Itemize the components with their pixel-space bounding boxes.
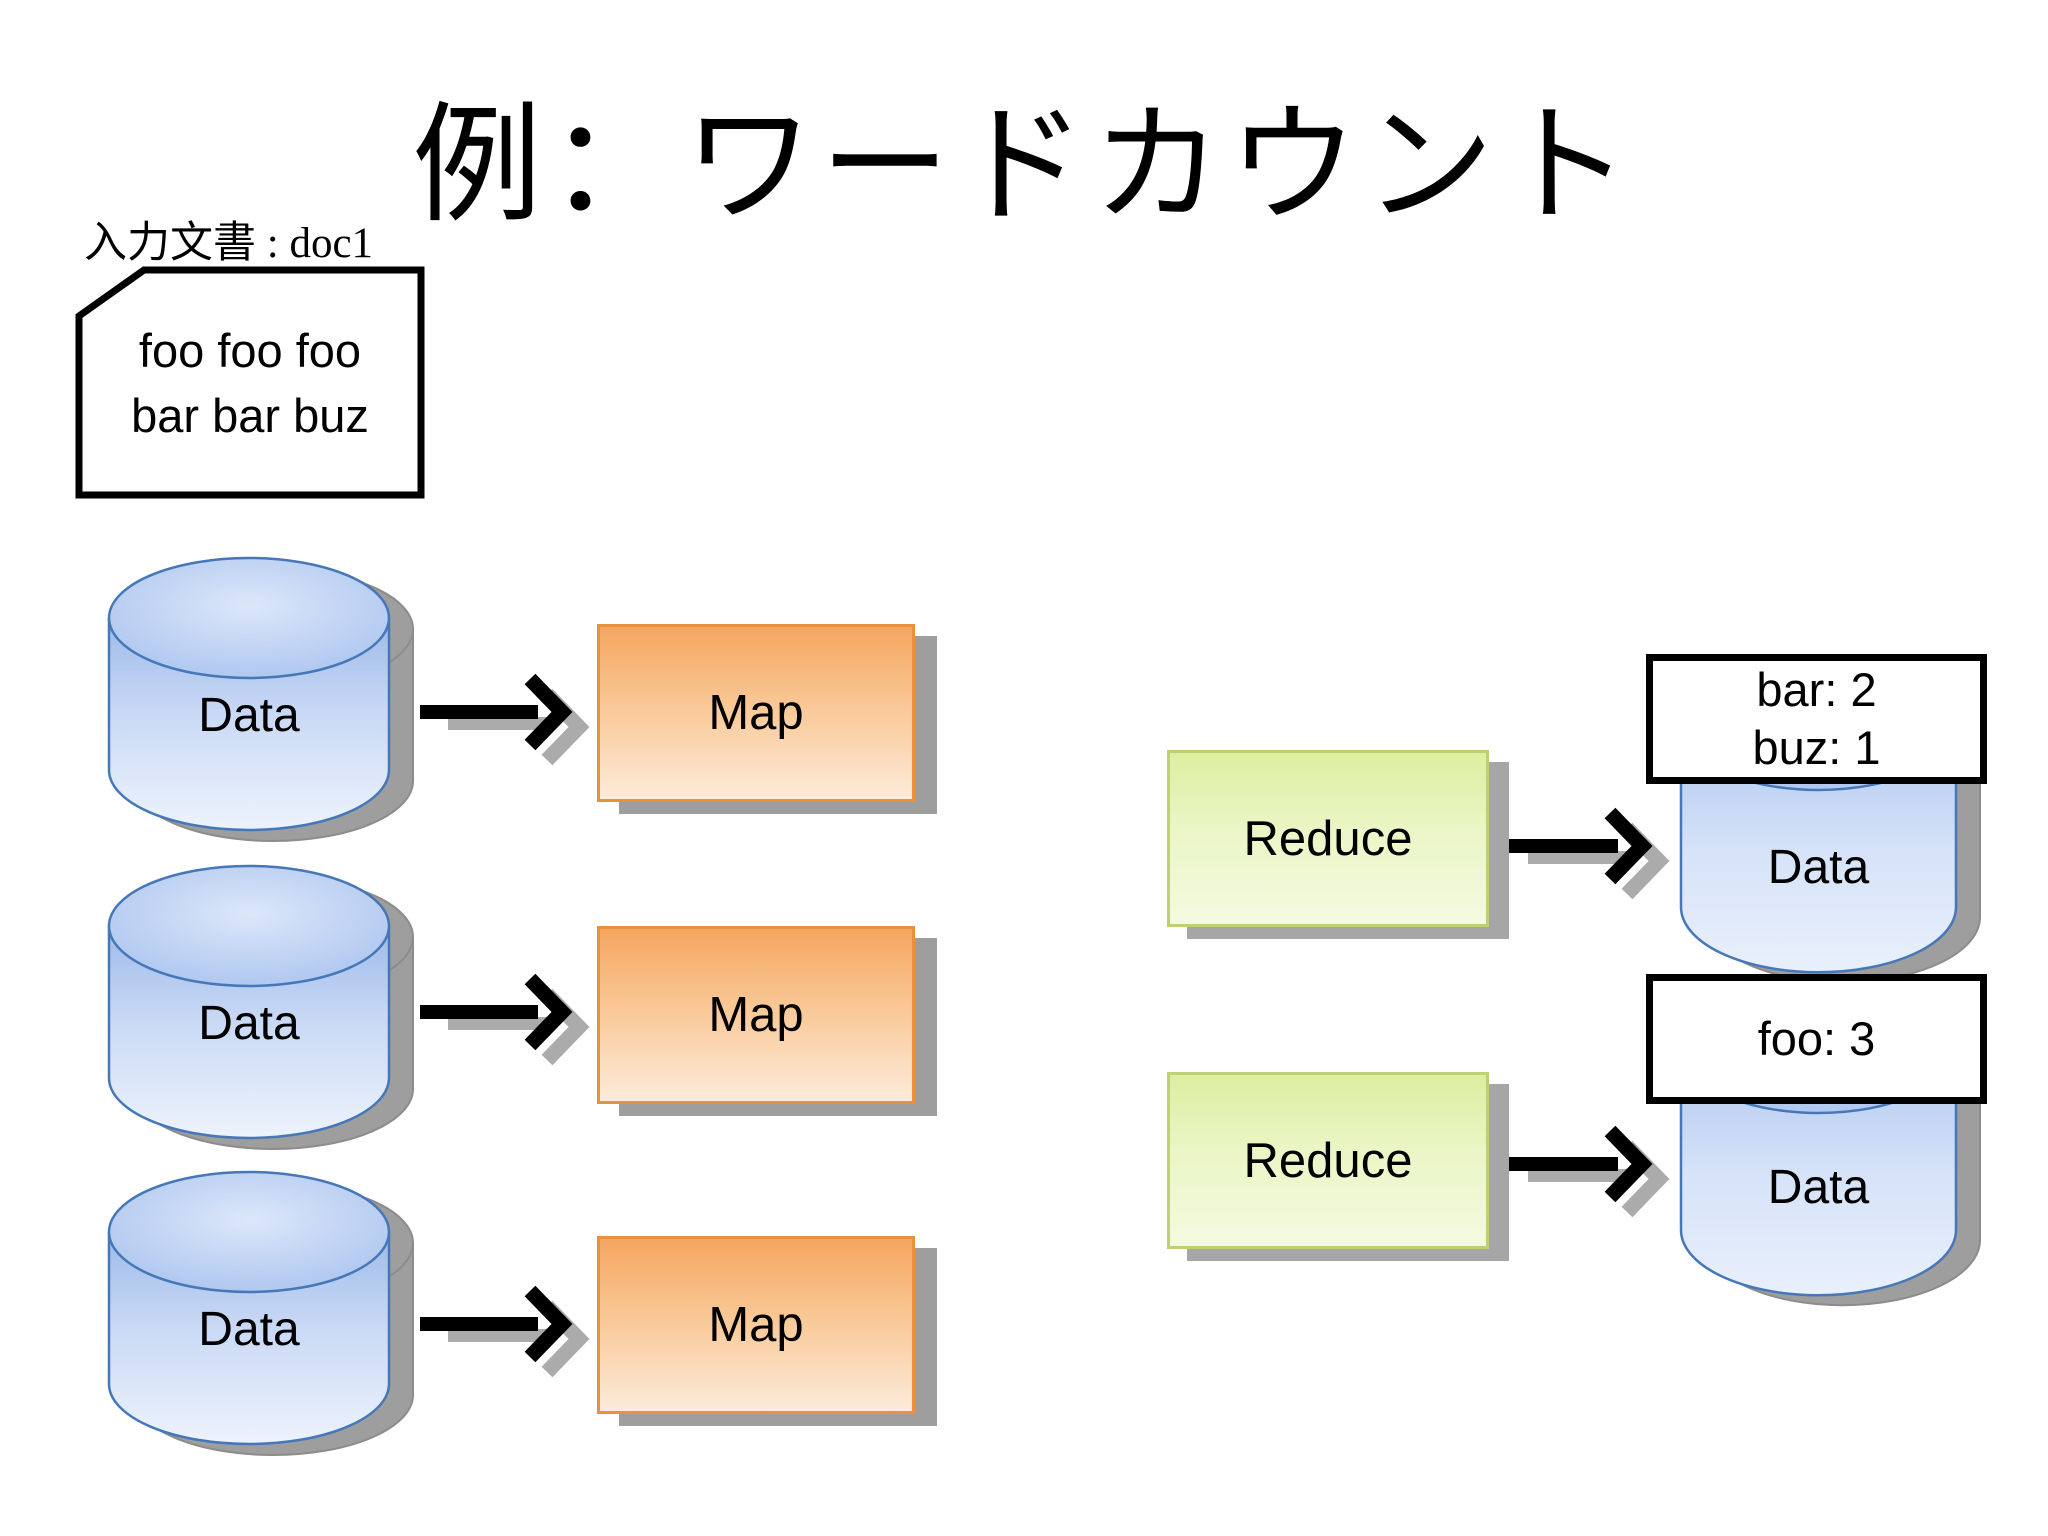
- data-cylinder-label-2: Data: [198, 997, 300, 1050]
- map-box-3: Map: [597, 1236, 915, 1414]
- flow-arrow-reduce1-data: [1500, 813, 1659, 894]
- flow-arrow-data3-map3: [420, 1291, 579, 1372]
- map-box-2: Map: [597, 926, 915, 1104]
- result-line: bar: 2: [1756, 663, 1877, 716]
- input-doc-shape: [75, 266, 425, 499]
- result-box-2: foo: 3: [1646, 974, 1987, 1104]
- map-box-1: Map: [597, 624, 915, 802]
- flow-arrow-reduce2-data: [1500, 1131, 1659, 1212]
- map-box-label: Map: [708, 686, 804, 740]
- reduce-box-label: Reduce: [1243, 1133, 1413, 1188]
- data-cylinder-label-3: Data: [198, 1303, 300, 1356]
- output-cylinder-label-2: Data: [1767, 1161, 1870, 1214]
- flow-arrow-data1-map1: [420, 679, 579, 760]
- result-box-1: bar: 2 buz: 1: [1646, 654, 1987, 784]
- output-cylinder-label-1: Data: [1767, 841, 1870, 894]
- input-doc-content: foo foo foo bar bar buz: [90, 318, 410, 448]
- map-box-label: Map: [708, 1298, 804, 1352]
- input-doc-line: foo foo foo: [138, 324, 362, 377]
- reduce-box-label: Reduce: [1243, 811, 1413, 866]
- result-line: buz: 1: [1752, 721, 1881, 774]
- input-doc-line: bar bar buz: [131, 389, 369, 442]
- map-box-label: Map: [708, 988, 804, 1042]
- reduce-box-1: Reduce: [1167, 750, 1489, 927]
- input-doc-label: 入力文書 : doc1: [84, 220, 374, 267]
- reduce-box-2: Reduce: [1167, 1072, 1489, 1249]
- flow-arrow-data2-map2: [420, 979, 579, 1060]
- data-cylinder-label-1: Data: [198, 689, 300, 742]
- page-title: 例：ワードカウント: [411, 95, 1636, 239]
- result-line: foo: 3: [1757, 1012, 1876, 1065]
